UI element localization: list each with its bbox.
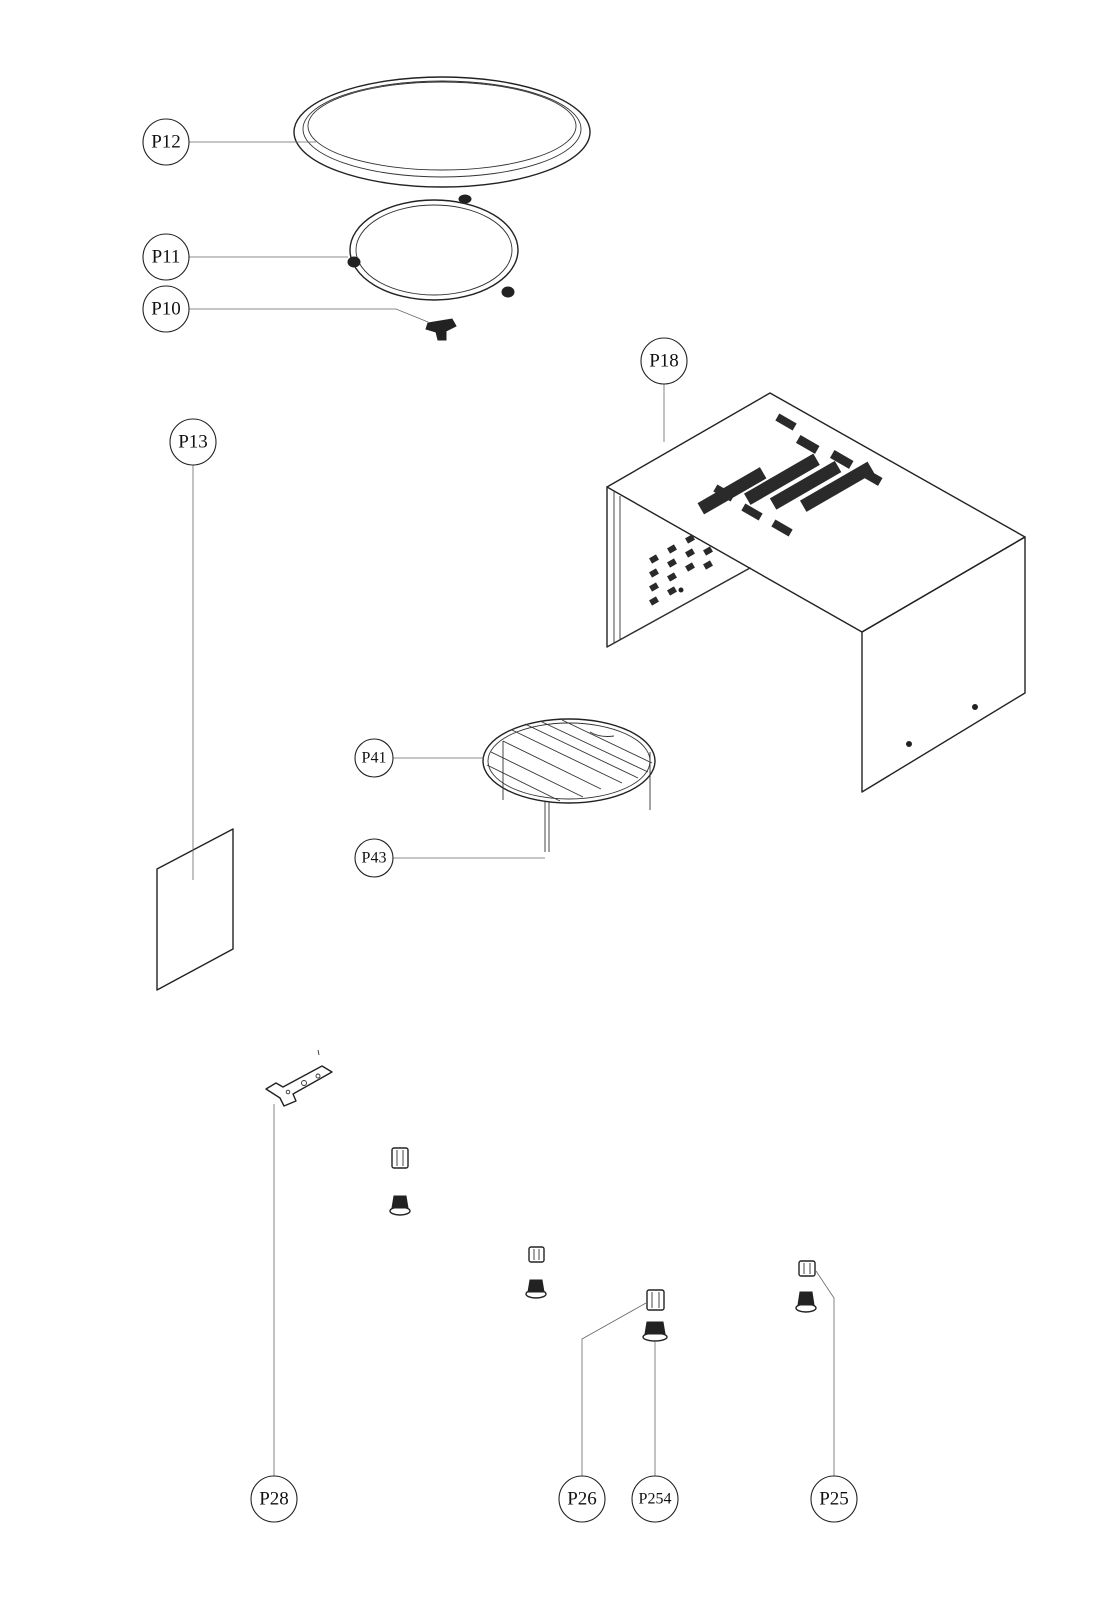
- callout-label: P11: [152, 247, 181, 268]
- callout-p11: P11: [142, 233, 348, 281]
- callout-label: P13: [178, 432, 208, 453]
- foot-cap-part: [528, 1246, 545, 1263]
- foot-cap-part: [646, 1289, 665, 1311]
- foot-cap-part: [391, 1147, 409, 1169]
- roller-ring-part: [347, 194, 519, 301]
- foot-base-part: [525, 1279, 547, 1299]
- callout-p254: P254: [631, 1341, 679, 1523]
- callout-p43: P43: [354, 838, 545, 878]
- outer-cabinet-part: [606, 392, 1026, 793]
- callout-p26: P26: [558, 1302, 647, 1523]
- callout-label: P10: [151, 299, 181, 320]
- foot-cap-part: [798, 1260, 816, 1277]
- foot-base-part: [795, 1291, 817, 1313]
- callout-p13: P13: [169, 418, 217, 880]
- callout-p10: P10: [142, 285, 429, 333]
- callout-label: P12: [151, 132, 181, 153]
- callout-label: P18: [649, 351, 679, 372]
- callout-label: P25: [819, 1489, 849, 1510]
- bracket-part: [265, 1049, 333, 1107]
- callout-label: P26: [567, 1489, 597, 1510]
- callout-p25: P25: [810, 1270, 858, 1523]
- cover-sheet-part: [156, 828, 234, 991]
- callout-label: P28: [259, 1489, 289, 1510]
- glass-tray-part: [293, 76, 591, 188]
- callout-label: P41: [362, 750, 387, 767]
- coupler-part: [425, 318, 457, 341]
- callout-p28: P28: [250, 1104, 298, 1523]
- foot-base-part: [642, 1321, 668, 1342]
- wire-rack-part: [482, 718, 656, 852]
- callout-p12: P12: [142, 118, 316, 166]
- foot-base-part: [389, 1195, 411, 1216]
- callout-label: P43: [362, 850, 387, 867]
- callout-label: P254: [639, 1491, 672, 1508]
- callout-p41: P41: [354, 738, 484, 778]
- callout-p18: P18: [640, 337, 688, 442]
